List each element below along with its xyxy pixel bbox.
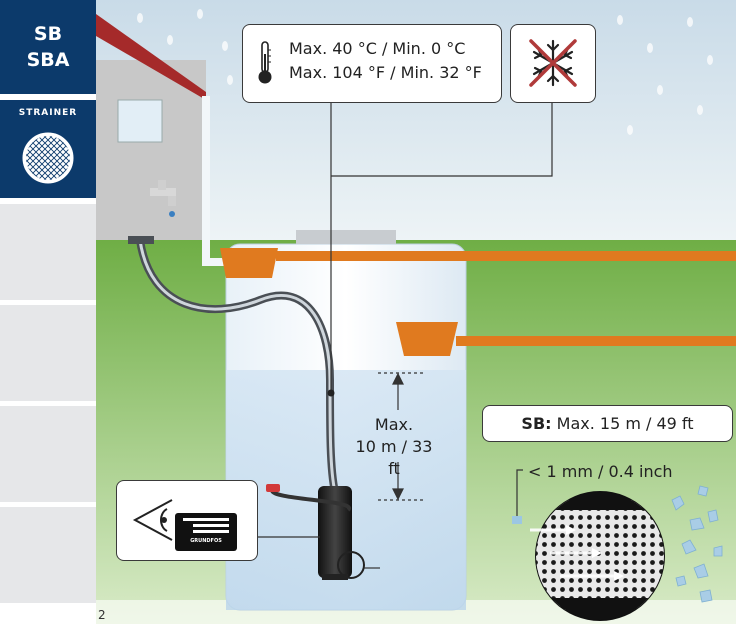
product-title-line2: SBA [26,49,70,71]
section-tab[interactable] [0,507,96,603]
temperature-callout: Max. 40 °C / Min. 0 °C Max. 104 °F / Min… [242,24,502,103]
max-depth-line2: 10 m / 33 ft [355,437,433,478]
nameplate-brand: GRUNDFOS [190,538,222,544]
sb-depth-callout: SB: Max. 15 m / 49 ft [482,405,733,442]
product-title-block: SB SBA [0,0,96,94]
debris-particles [671,485,723,603]
leader-lines [256,102,553,569]
temperature-fahrenheit: Max. 104 °F / Min. 32 °F [289,63,482,82]
section-tab[interactable] [0,305,96,401]
sb-value: Max. 15 m / 49 ft [556,414,694,433]
max-depth-line1: Max. [374,415,414,434]
downpipe [202,96,210,266]
pump [266,484,365,580]
strainer-icon [19,129,77,187]
mesh-size-label: < 1 mm / 0.4 inch [528,462,673,481]
no-frost-callout [510,24,596,103]
inspection-callout: GRUNDFOS [116,480,258,561]
tank-lid [296,230,396,244]
thermometer-icon [258,41,272,84]
section-tab[interactable] [0,406,96,502]
house [96,14,232,266]
inlet-pipes [220,248,736,356]
eye-icon [132,499,173,541]
max-depth-label: Max. 10 m / 33 ft [352,414,436,480]
leader-dot [327,389,335,397]
temperature-celsius: Max. 40 °C / Min. 0 °C [289,39,466,58]
tap-icon [150,180,176,217]
product-title-line1: SB [33,23,63,45]
strainer-block: STRAINER [0,100,96,198]
sidebar: SB SBA STRAINER [0,0,96,624]
sb-label: SB: [521,414,552,433]
no-frost-icon [529,39,577,87]
strainer-label: STRAINER [18,108,78,118]
nameplate: GRUNDFOS [175,513,237,551]
section-tab[interactable] [0,204,96,300]
depth-marker [378,372,424,501]
page-number: 2 [98,608,106,622]
sb-depth-text: SB: Max. 15 m / 49 ft [483,414,732,433]
